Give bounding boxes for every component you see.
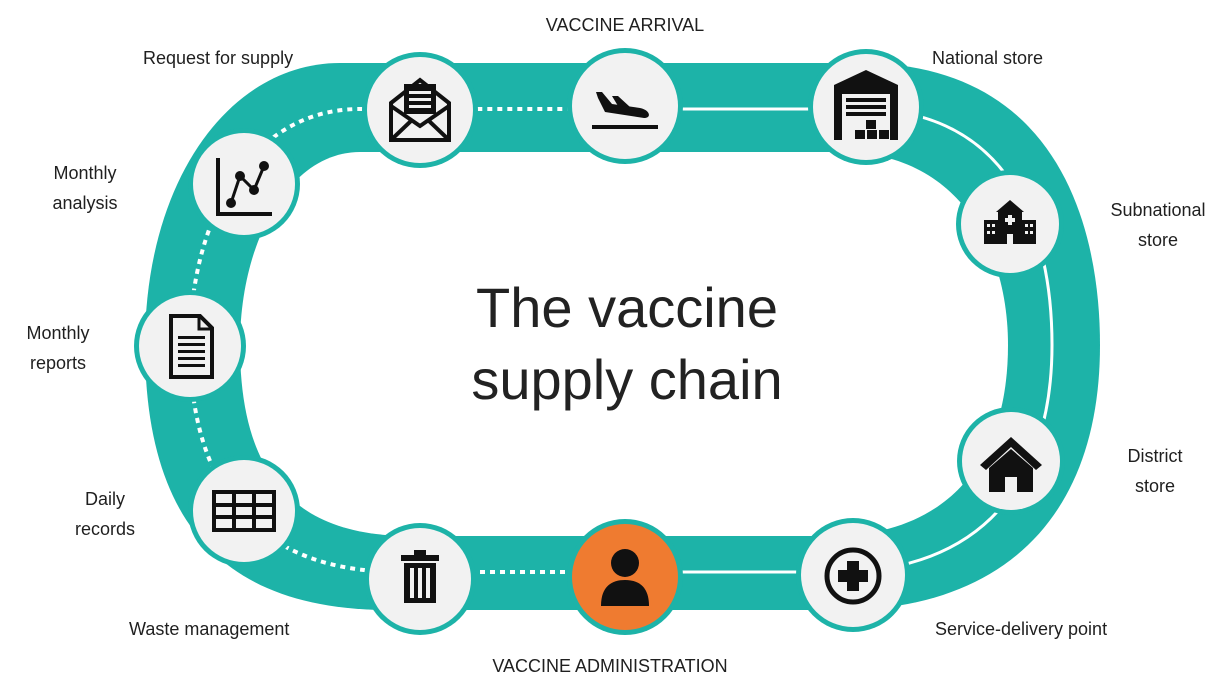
- label-subnational-store: Subnational store: [1110, 200, 1206, 250]
- person-icon: [601, 549, 649, 606]
- label-monthly-reports: Monthly reports: [26, 323, 90, 373]
- title-line-2: supply chain: [471, 348, 783, 411]
- label-monthly-analysis: Monthly analysis: [52, 163, 118, 213]
- node-monthly-reports[interactable]: [134, 290, 246, 402]
- label-daily-records: Daily records: [74, 489, 136, 539]
- node-service-delivery-point[interactable]: [796, 518, 910, 632]
- house-icon: [980, 437, 1042, 492]
- node-waste-management[interactable]: [364, 523, 476, 635]
- label-vaccine-arrival: VACCINE ARRIVAL: [545, 15, 705, 35]
- label-vaccine-administration: VACCINE ADMINISTRATION: [492, 656, 728, 676]
- line-chart-icon: [216, 158, 272, 216]
- label-waste-management: Waste management: [129, 619, 290, 639]
- warehouse-icon: [834, 70, 898, 140]
- open-envelope-icon: [389, 77, 451, 142]
- label-request-for-supply: Request for supply: [143, 48, 294, 68]
- diagram-title: The vaccine supply chain: [397, 272, 857, 416]
- node-monthly-analysis[interactable]: [188, 128, 300, 240]
- airplane-landing-icon: [592, 92, 658, 129]
- node-subnational-store[interactable]: [956, 170, 1064, 278]
- label-national-store: National store: [932, 48, 1044, 68]
- node-national-store[interactable]: [808, 49, 924, 165]
- building-icon: [984, 200, 1036, 244]
- node-request-for-supply[interactable]: [362, 52, 478, 168]
- trash-can-icon: [401, 550, 439, 603]
- label-district-store: District store: [1127, 446, 1183, 496]
- label-service-delivery-point: Service-delivery point: [935, 619, 1108, 639]
- table-grid-icon: [212, 490, 276, 532]
- track-inner-space: [240, 152, 1008, 536]
- dotted-lane-line: [187, 107, 625, 574]
- solid-lane-line: [625, 107, 1054, 574]
- node-daily-records[interactable]: [188, 455, 300, 567]
- node-vaccine-administration[interactable]: [567, 519, 683, 635]
- document-icon: [169, 314, 214, 379]
- title-line-1: The vaccine: [476, 276, 778, 339]
- node-district-store[interactable]: [957, 407, 1065, 515]
- node-vaccine-arrival[interactable]: [567, 48, 683, 164]
- medical-cross-icon: [824, 547, 882, 605]
